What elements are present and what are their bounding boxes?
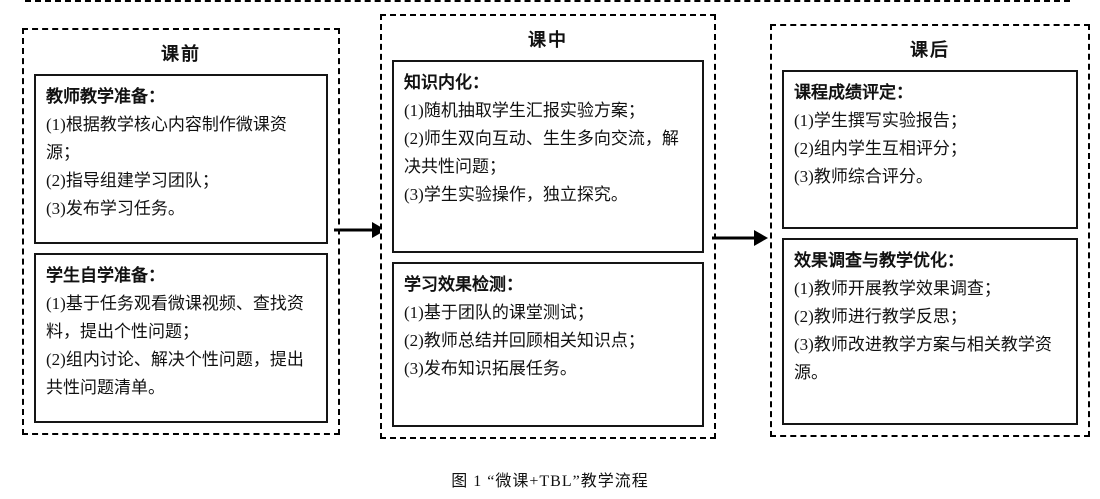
box-item: (3)发布学习任务。 [46, 199, 185, 219]
cropped-dashed-border [25, 0, 1070, 2]
column-pre-class: 课前 教师教学准备： (1)根据教学核心内容制作微课资源； (2)指导组建学习团… [22, 28, 340, 435]
box-item: (3)学生实验操作，独立探究。 [404, 185, 628, 205]
box-item: (2)师生双向互动、生生多向交流，解决共性问题； [404, 129, 679, 177]
box-title: 教师教学准备： [46, 87, 165, 106]
column-title-pre-class: 课前 [161, 44, 201, 64]
box-item: (1)根据教学核心内容制作微课资源； [46, 115, 287, 163]
box-item: (3)教师综合评分。 [794, 167, 933, 187]
box-item: (2)教师总结并回顾相关知识点； [404, 331, 645, 351]
flow-arrow-1-icon [334, 220, 386, 245]
box-item: (2)组内学生互相评分； [794, 139, 967, 159]
column-post-class: 课后 课程成绩评定： (1)学生撰写实验报告； (2)组内学生互相评分； (3)… [770, 24, 1090, 437]
box-knowledge-internalization: 知识内化： (1)随机抽取学生汇报实验方案； (2)师生双向互动、生生多向交流，… [392, 60, 704, 254]
column-title-post-class: 课后 [910, 40, 950, 60]
box-course-grade-evaluation: 课程成绩评定： (1)学生撰写实验报告； (2)组内学生互相评分； (3)教师综… [782, 70, 1078, 229]
box-title: 学习效果检测： [404, 275, 523, 295]
box-student-self-study: 学生自学准备： (1)基于任务观看微课视频、查找资料，提出个性问题； (2)组内… [34, 253, 328, 423]
box-item: (1)学生撰写实验报告； [794, 111, 967, 131]
box-item: (2)指导组建学习团队； [46, 171, 219, 191]
box-teacher-preparation: 教师教学准备： (1)根据教学核心内容制作微课资源； (2)指导组建学习团队； … [34, 74, 328, 244]
box-title: 知识内化： [404, 73, 489, 92]
box-item: (2)教师进行教学反思； [794, 307, 967, 327]
box-item: (1)基于任务观看微课视频、查找资料，提出个性问题； [46, 294, 304, 342]
box-title: 学生自学准备： [46, 266, 165, 285]
box-item: (1)随机抽取学生汇报实验方案； [404, 101, 645, 121]
box-effect-survey-and-optimization: 效果调查与教学优化： (1)教师开展教学效果调查； (2)教师进行教学反思； (… [782, 237, 1078, 426]
figure-caption: 图 1 “微课+TBL”教学流程 [451, 473, 649, 490]
box-item: (2)组内讨论、解决个性问题，提出共性问题清单。 [46, 350, 304, 398]
box-item: (1)基于团队的课堂测试； [404, 303, 594, 323]
box-item: (3)教师改进教学方案与相关教学资源。 [794, 335, 1052, 383]
box-title: 效果调查与教学优化： [794, 250, 964, 270]
box-title: 课程成绩评定： [794, 83, 913, 102]
box-item: (1)教师开展教学效果调查； [794, 279, 1001, 299]
column-in-class: 课中 知识内化： (1)随机抽取学生汇报实验方案； (2)师生双向互动、生生多向… [380, 14, 716, 439]
box-item: (3)发布知识拓展任务。 [404, 359, 577, 379]
flow-arrow-2-icon [712, 228, 768, 253]
column-title-in-class: 课中 [528, 30, 568, 50]
box-learning-effect-test: 学习效果检测： (1)基于团队的课堂测试； (2)教师总结并回顾相关知识点； (… [392, 262, 704, 428]
